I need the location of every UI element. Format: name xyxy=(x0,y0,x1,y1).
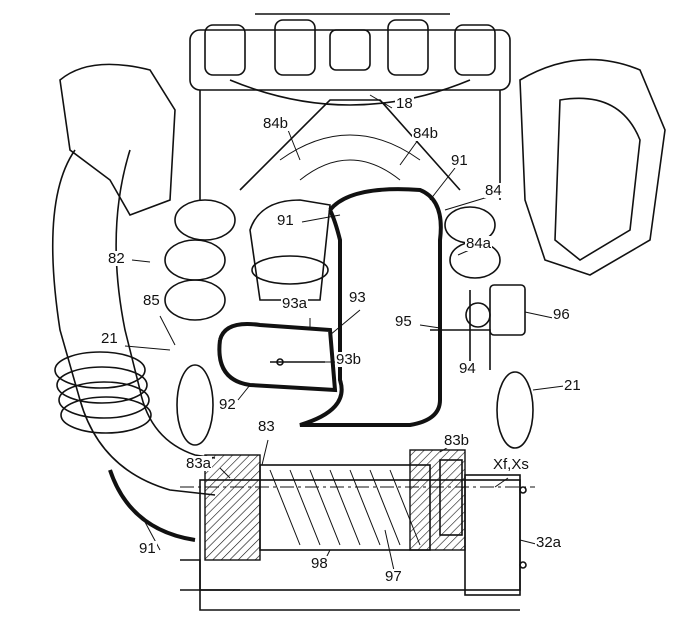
label-91: 91 xyxy=(276,212,295,229)
label-84b: 84b xyxy=(262,115,290,132)
cylinder-head xyxy=(189,13,511,200)
label-94: 94 xyxy=(458,360,477,377)
label-98: 98 xyxy=(310,555,329,572)
label-84: 84 xyxy=(484,182,503,199)
label-91: 91 xyxy=(138,540,157,557)
label-83b: 83b xyxy=(443,432,471,449)
label-84a: 84a xyxy=(465,235,493,252)
label-32a: 32a xyxy=(535,534,563,551)
bracket-94 xyxy=(430,284,526,370)
label-93b: 93b xyxy=(335,351,363,368)
label-93: 93 xyxy=(348,289,367,306)
intake-bellows xyxy=(164,199,534,449)
plenum-chamber-84 xyxy=(217,187,443,427)
intake-duct-82 xyxy=(51,149,216,542)
label-21: 21 xyxy=(100,330,119,347)
label-18: 18 xyxy=(395,95,414,112)
supercharger-housing xyxy=(180,449,535,611)
label-21: 21 xyxy=(563,377,582,394)
label-97: 97 xyxy=(384,568,403,585)
label-91: 91 xyxy=(450,152,469,169)
label-85: 85 xyxy=(142,292,161,309)
label-82: 82 xyxy=(107,250,126,267)
label-83: 83 xyxy=(257,418,276,435)
label-83a: 83a xyxy=(185,455,213,472)
label-xf-xs: Xf,Xs xyxy=(492,456,530,473)
label-96: 96 xyxy=(552,306,571,323)
label-93a: 93a xyxy=(281,295,309,312)
side-covers xyxy=(59,58,666,276)
label-95: 95 xyxy=(394,313,413,330)
label-92: 92 xyxy=(218,396,237,413)
label-84b: 84b xyxy=(412,125,440,142)
